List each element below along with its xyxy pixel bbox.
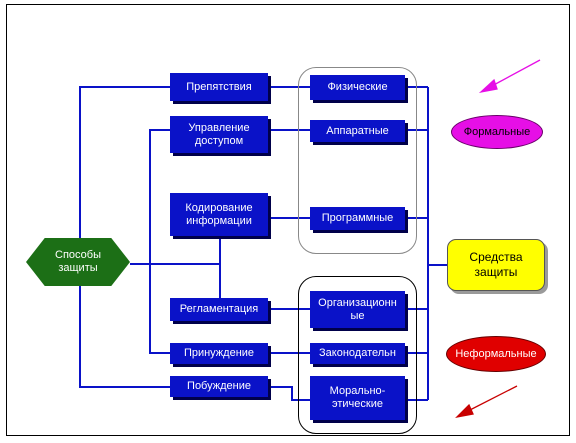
connector-root-top	[79, 86, 170, 238]
protection-methods-node: Способы защиты	[26, 238, 130, 286]
physical-means-node: Физические	[310, 75, 405, 100]
connector-motivation-moral	[268, 386, 310, 401]
access-control-node: Управление доступом	[170, 116, 268, 153]
regulation-node: Регламентация	[170, 298, 268, 321]
coercion-node: Принуждение	[170, 343, 268, 364]
connector-access	[149, 129, 170, 354]
software-means-node: Программные	[310, 207, 405, 230]
obstacle-node: Препятствия	[170, 73, 268, 101]
arrow-formal	[478, 59, 541, 94]
arrow-informal	[455, 385, 518, 419]
connector-root-bottom	[79, 286, 170, 388]
hardware-means-node: Аппаратные	[310, 120, 405, 142]
legislative-means-node: Законодательн	[310, 343, 405, 364]
encoding-node: Кодирование информации	[170, 193, 268, 236]
motivation-node: Побуждение	[170, 376, 268, 397]
informal-means-group	[298, 276, 417, 434]
diagram-frame	[6, 4, 570, 436]
moral-ethical-means-node: Морально- этические	[310, 376, 405, 420]
organizational-means-node: Организационн ые	[310, 291, 405, 328]
informal-label: Неформальные	[446, 336, 546, 372]
formal-means-group	[298, 67, 417, 254]
protection-means-node: Средства защиты	[447, 239, 545, 291]
formal-label: Формальные	[451, 115, 543, 149]
